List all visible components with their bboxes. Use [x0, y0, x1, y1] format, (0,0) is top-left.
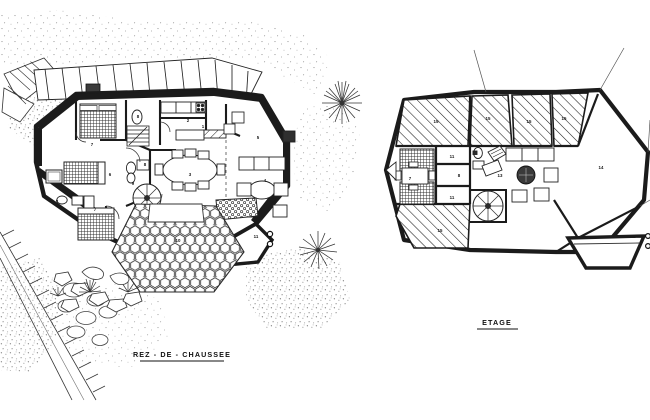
room-number: 15 [527, 119, 532, 124]
room-number: 10 [176, 238, 181, 243]
paved-path [0, 229, 106, 401]
room-number: 7 [94, 207, 97, 212]
room-number: 8 [56, 199, 59, 204]
kitchen-fittings [160, 101, 227, 141]
roof-hatched-areas [395, 92, 589, 249]
room-number: 15 [486, 116, 491, 121]
planted-garden [49, 266, 143, 346]
south-bay [565, 233, 650, 270]
room-number: 13 [498, 173, 503, 178]
room-number: 4 [264, 178, 267, 183]
terrace-10 [111, 203, 245, 293]
interior-stair [126, 125, 150, 147]
room-number: 14 [599, 165, 604, 170]
tree-north [322, 80, 362, 124]
dining-table [154, 148, 226, 192]
upper-bath-fixtures [472, 146, 485, 170]
room-number: 12 [239, 91, 244, 96]
tree-south [298, 231, 338, 270]
room-number: 8 [458, 173, 461, 178]
room-number: 8 [137, 114, 140, 119]
room-number: 7 [91, 142, 94, 147]
room-number: 11 [254, 234, 259, 239]
ground-floor-plan: 1 2 3 4 5 6 7 7 7 8 8 9 8 10 11 12 REZ -… [0, 10, 362, 401]
upper-living-furniture [481, 145, 559, 203]
ground-floor-caption: REZ - DE - CHAUSSEE [133, 350, 231, 362]
upper-floor-plan: 7 8 11 11 13 14 15 15 15 15 15 ETAGE [383, 47, 650, 330]
spiral-stair-upper [470, 189, 507, 223]
lounge-5-furniture [223, 111, 245, 135]
bedroom-7-west [45, 161, 106, 185]
room-number: 15 [438, 228, 443, 233]
room-number: 5 [257, 135, 260, 140]
room-number: 15 [562, 116, 567, 121]
upper-floor-room-numbers: 7 8 11 11 13 14 15 15 15 15 15 [409, 116, 604, 233]
upper-floor-caption: ETAGE [477, 318, 518, 330]
room-number: 1 [202, 124, 205, 129]
room-number: 15 [434, 119, 439, 124]
upper-bedroom-7 [385, 148, 436, 205]
room-number: 7 [65, 188, 68, 193]
bedroom-7-north [79, 103, 117, 139]
caption-text: REZ - DE - CHAUSSEE [133, 350, 231, 359]
room-number: 6 [109, 172, 112, 177]
room-number: 9 [132, 181, 135, 186]
bedroom-7-south [77, 207, 115, 241]
room-number: 8 [144, 162, 147, 167]
caption-text: ETAGE [482, 318, 512, 327]
room-number: 7 [409, 176, 412, 181]
ground-floor-room-numbers: 1 2 3 4 5 6 7 7 7 8 8 9 8 10 11 12 [56, 91, 267, 243]
room-number: 11 [450, 154, 455, 159]
room-number: 3 [189, 172, 192, 177]
room-number: 11 [450, 195, 455, 200]
room-number: 2 [187, 118, 190, 123]
